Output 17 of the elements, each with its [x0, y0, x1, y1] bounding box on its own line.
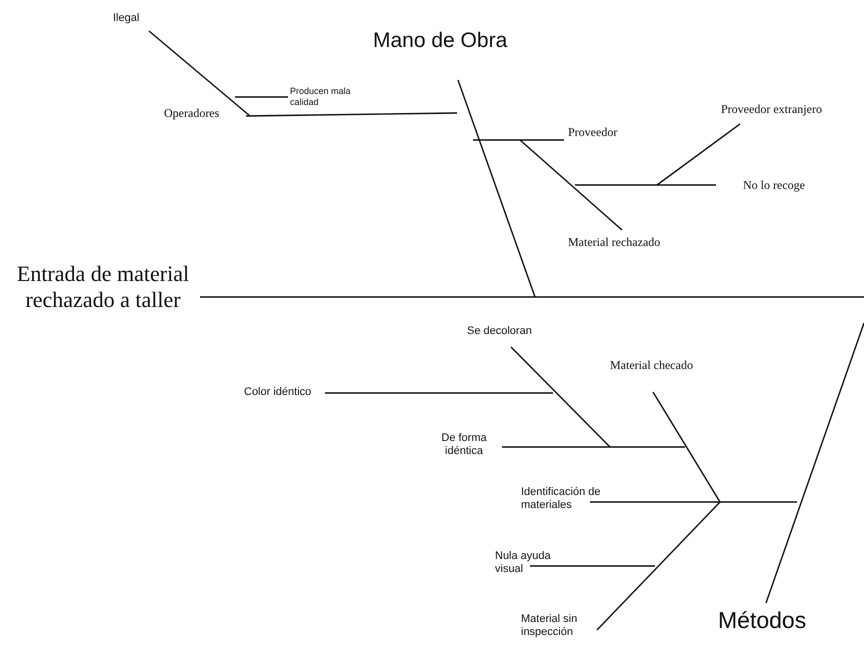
category-label: Métodos	[718, 607, 806, 635]
cause-label: Ilegal	[113, 12, 140, 26]
cause-label: Color idéntico	[244, 386, 312, 400]
effect-label: Entrada de material rechazado a taller	[16, 261, 190, 314]
cause-label: Material sin inspección	[521, 613, 578, 640]
cause-label: Se decoloran	[467, 325, 532, 338]
cause-label: Material rechazado	[568, 235, 660, 250]
cause-label: Identificación de materiales	[521, 486, 602, 512]
cause-label: Nula ayuda visual	[495, 550, 552, 576]
cause-label: Material checado	[610, 358, 693, 372]
cause-label: De forma idéntica	[440, 432, 488, 458]
cause-label: Proveedor	[568, 125, 618, 140]
cause-label: No lo recoge	[743, 178, 805, 192]
cause-label: Proveedor extranjero	[721, 102, 822, 116]
category-label: Mano de Obra	[373, 28, 508, 54]
cause-label: Producen mala calidad	[290, 86, 352, 108]
cause-label: Operadores	[164, 106, 220, 120]
